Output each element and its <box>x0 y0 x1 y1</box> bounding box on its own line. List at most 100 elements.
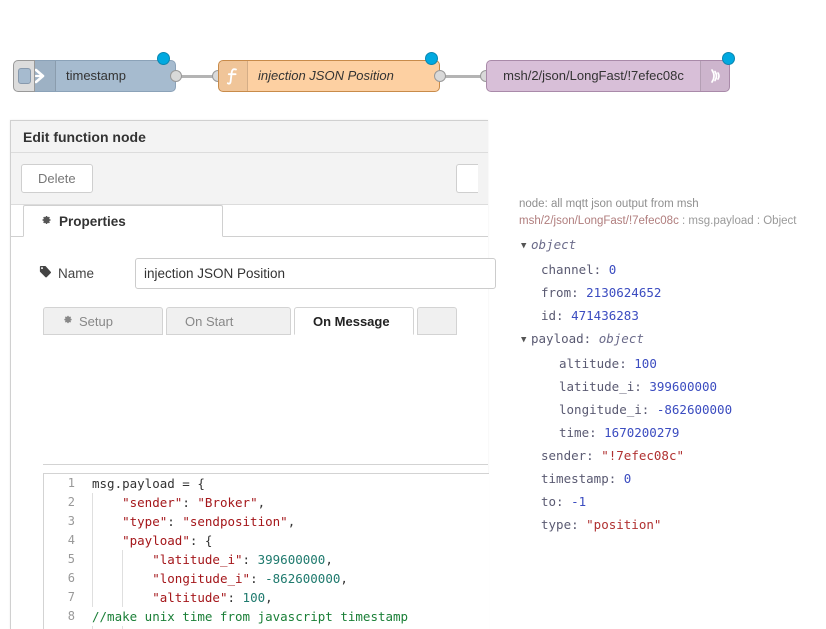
chevron-down-icon[interactable]: ▼ <box>521 335 527 345</box>
mqtt-node-label: msh/2/json/LongFast/!7efec08c <box>503 68 684 83</box>
code-text: "payload": { <box>84 531 489 550</box>
function-f-icon <box>219 61 248 91</box>
debug-value: "!7efec08c" <box>601 448 685 463</box>
tab-properties[interactable]: Properties <box>23 205 223 237</box>
debug-tree-row[interactable]: to: -1 <box>505 490 826 513</box>
line-number: 7 <box>67 590 75 604</box>
code-text: "type": "sendposition", <box>84 512 489 531</box>
flow-node-mqtt-out[interactable]: msh/2/json/LongFast/!7efec08c <box>486 60 730 92</box>
debug-tree-row[interactable]: altitude: 100 <box>505 352 826 375</box>
tab-setup[interactable]: Setup <box>43 307 163 335</box>
delete-button[interactable]: Delete <box>21 164 93 193</box>
code-line[interactable]: 6 "longitude_i": -862600000, <box>44 569 489 588</box>
debug-tree-row[interactable]: timestamp: 0 <box>505 467 826 490</box>
tab-on-message[interactable]: On Message <box>294 307 414 335</box>
debug-key: id: <box>541 308 572 323</box>
line-number: 8 <box>67 609 75 623</box>
code-tab-bar: Setup On Start On Message <box>43 307 488 335</box>
code-token: "sendposition" <box>182 514 288 529</box>
debug-tree-row[interactable]: ▼ object <box>505 233 826 258</box>
indent-guide <box>122 550 123 569</box>
indent-guide <box>122 569 123 588</box>
code-token <box>92 533 122 548</box>
code-line[interactable]: 5 "latitude_i": 399600000, <box>44 550 489 569</box>
debug-tree-row[interactable]: id: 471436283 <box>505 304 826 327</box>
code-token: "longitude_i" <box>152 571 251 586</box>
code-token: "sender" <box>122 495 183 510</box>
debug-value: 100 <box>634 356 657 371</box>
debug-tree-row[interactable]: longitude_i: -862600000 <box>505 398 826 421</box>
debug-tree-row[interactable]: sender: "!7efec08c" <box>505 444 826 467</box>
debug-key: altitude: <box>559 356 635 371</box>
function-status-dot <box>425 52 438 65</box>
code-token: msg.payload = { <box>92 476 205 491</box>
debug-key: longitude_i: <box>559 402 657 417</box>
function-node-label: injection JSON Position <box>258 68 394 83</box>
code-token: "Broker" <box>197 495 258 510</box>
code-text: //make unix time from javascript timesta… <box>84 607 489 626</box>
line-number: 4 <box>67 533 75 547</box>
debug-tree-row[interactable]: time: 1670200279 <box>505 421 826 444</box>
inject-output-port[interactable] <box>170 70 182 82</box>
flow-node-function[interactable]: injection JSON Position <box>218 60 440 92</box>
tab-setup-label: Setup <box>79 313 113 329</box>
code-token: 399600000 <box>257 552 326 567</box>
debug-value: 471436283 <box>571 308 639 323</box>
line-number: 6 <box>67 571 75 585</box>
debug-value-type: object <box>531 237 577 252</box>
flow-canvas[interactable]: timestamp injection JSON Position msh/2/… <box>0 0 826 112</box>
code-token: : <box>242 552 258 567</box>
inject-trigger-button[interactable] <box>13 60 35 92</box>
debug-tree-row[interactable]: from: 2130624652 <box>505 281 826 304</box>
debug-value-type: object <box>598 331 644 346</box>
code-line[interactable]: 7 "altitude": 100, <box>44 588 489 607</box>
code-text: "longitude_i": -862600000, <box>84 569 489 588</box>
code-token <box>92 495 122 510</box>
debug-key: payload: <box>531 331 599 346</box>
tab-on-start-label: On Start <box>185 313 234 329</box>
code-line[interactable]: 3 "type": "sendposition", <box>44 512 489 531</box>
code-token: , <box>340 571 348 586</box>
name-input[interactable] <box>135 257 496 289</box>
cancel-button-clipped[interactable] <box>456 164 478 193</box>
debug-key: timestamp: <box>541 471 624 486</box>
code-line[interactable]: 2 "sender": "Broker", <box>44 493 489 512</box>
flow-node-inject[interactable]: timestamp <box>13 60 176 92</box>
debug-tree-row[interactable]: ▼ payload: object <box>505 327 826 352</box>
chevron-down-icon[interactable]: ▼ <box>521 241 527 251</box>
code-text: "latitude_i": 399600000, <box>84 550 489 569</box>
code-line[interactable]: 8 //make unix time from javascript timest… <box>44 607 489 626</box>
code-token: : { <box>189 533 213 548</box>
debug-key: from: <box>541 285 587 300</box>
debug-key: time: <box>559 425 605 440</box>
wire-function-to-mqtt <box>440 75 494 78</box>
code-line[interactable]: 4 "payload": { <box>44 531 489 550</box>
indent-guide <box>92 531 93 550</box>
tab-on-start[interactable]: On Start <box>166 307 291 335</box>
gear-icon <box>40 214 52 229</box>
debug-value: 399600000 <box>649 379 718 394</box>
code-token: , <box>257 495 266 510</box>
code-text: msg.payload = { <box>84 474 489 493</box>
debug-tree-row[interactable]: type: "position" <box>505 513 826 536</box>
code-token: 100 <box>242 590 266 605</box>
indent-guide <box>92 588 93 607</box>
debug-value: 0 <box>608 262 617 277</box>
debug-tree-row[interactable]: channel: 0 <box>505 258 826 281</box>
debug-tree-row[interactable]: latitude_i: 399600000 <box>505 375 826 398</box>
code-token: , <box>325 552 333 567</box>
debug-property: msg.payload <box>688 215 754 227</box>
tab-on-stop-clipped[interactable] <box>417 307 457 335</box>
debug-value: "position" <box>586 517 662 532</box>
code-token: : <box>167 514 183 529</box>
inject-status-dot <box>157 52 170 65</box>
indent-guide <box>92 569 93 588</box>
function-output-port[interactable] <box>434 70 446 82</box>
debug-value: -1 <box>571 494 587 509</box>
dialog-title: Edit function node <box>23 128 146 145</box>
indent-guide <box>92 512 93 531</box>
